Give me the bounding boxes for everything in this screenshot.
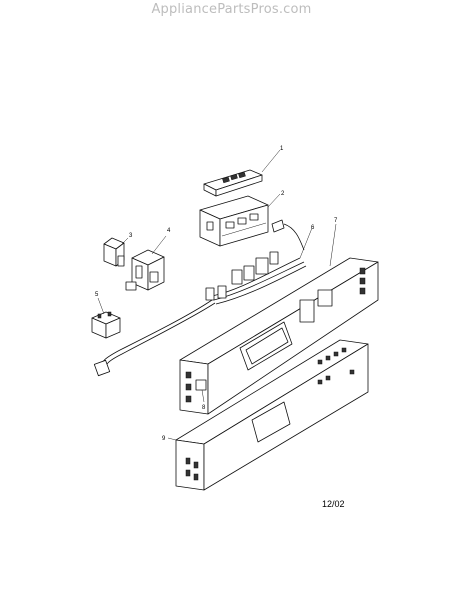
switch-bracket-part xyxy=(103,237,129,267)
wire-harness-part xyxy=(93,227,313,377)
control-board-part xyxy=(199,193,305,251)
control-panel-part xyxy=(179,223,379,415)
callout-4: 4 xyxy=(167,228,171,234)
callout-8: 8 xyxy=(202,405,206,411)
connector-block-part xyxy=(91,297,121,339)
switch-pad-part xyxy=(203,149,281,197)
control-panel-frame-part xyxy=(167,339,369,491)
callout-7: 7 xyxy=(334,218,338,224)
callout-3: 3 xyxy=(129,233,133,239)
callout-9: 9 xyxy=(162,436,166,442)
date-code: 12/02 xyxy=(322,499,345,509)
site-title: AppliancePartsPros.com xyxy=(151,2,312,17)
callout-6: 6 xyxy=(311,225,315,231)
callout-5: 5 xyxy=(95,292,99,298)
callout-2: 2 xyxy=(281,191,285,197)
door-switch-assembly-part xyxy=(125,235,167,291)
callout-1: 1 xyxy=(280,146,284,152)
button-part xyxy=(195,379,207,403)
